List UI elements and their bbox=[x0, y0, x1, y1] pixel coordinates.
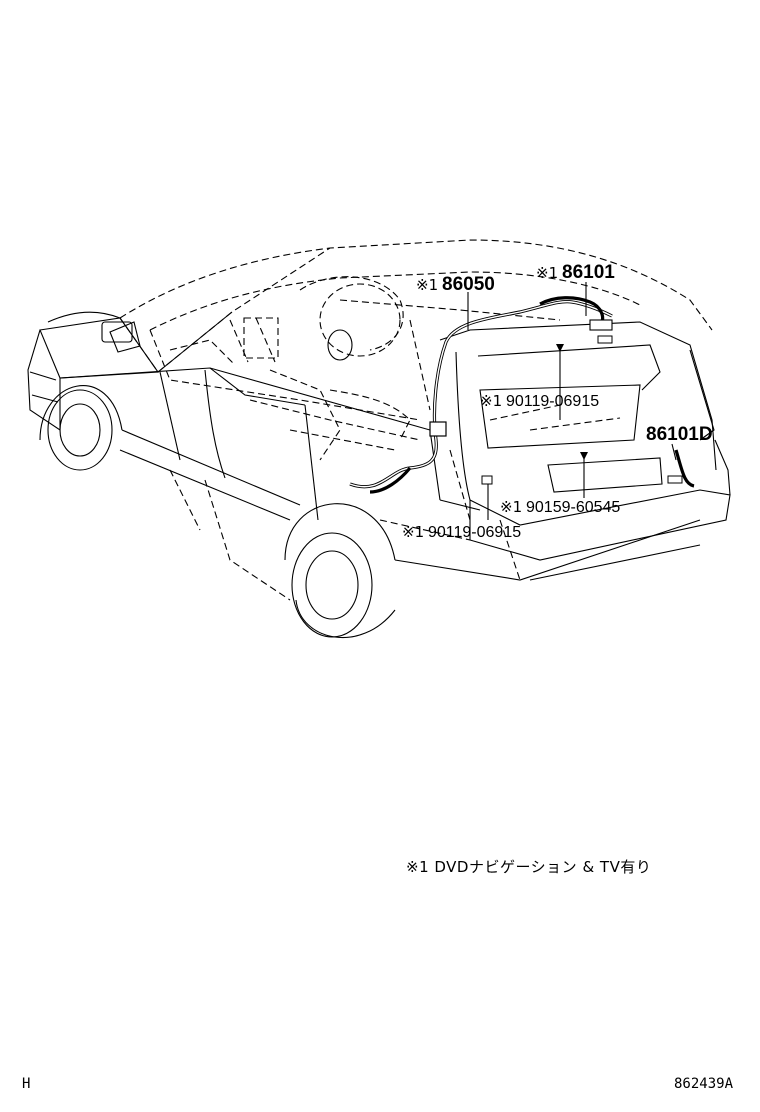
callout-prefix: ※1 bbox=[480, 392, 502, 410]
part-number: 86101 bbox=[562, 262, 615, 283]
leader-lines bbox=[467, 282, 677, 520]
callout-90119-lower: ※1 90119-06915 bbox=[402, 523, 521, 541]
callout-prefix: ※1 bbox=[500, 498, 522, 516]
callout-prefix: ※1 bbox=[402, 523, 424, 541]
callout-prefix: ※1 bbox=[416, 276, 438, 294]
wire-harness bbox=[349, 296, 695, 494]
corner-left-code: H bbox=[22, 1076, 30, 1092]
footnote: ※1 DVDナビゲーション & TV有り bbox=[406, 858, 651, 876]
callout-86101d: 86101D bbox=[646, 424, 713, 445]
part-number: 86050 bbox=[442, 274, 495, 295]
vehicle-illustration bbox=[27, 239, 731, 638]
part-number: 90159-60545 bbox=[526, 499, 620, 516]
callout-prefix: ※1 bbox=[536, 264, 558, 282]
part-number: 90119-06915 bbox=[428, 524, 521, 541]
callout-86050: ※1 86050 bbox=[416, 274, 495, 295]
part-number: 90119-06915 bbox=[506, 393, 599, 410]
part-number: 86101D bbox=[646, 424, 713, 445]
callout-90159: ※1 90159-60545 bbox=[500, 498, 620, 516]
illustration-number: 862439A bbox=[674, 1076, 734, 1092]
callout-90119-upper: ※1 90119-06915 bbox=[480, 392, 599, 410]
callout-86101: ※1 86101 bbox=[536, 262, 615, 283]
